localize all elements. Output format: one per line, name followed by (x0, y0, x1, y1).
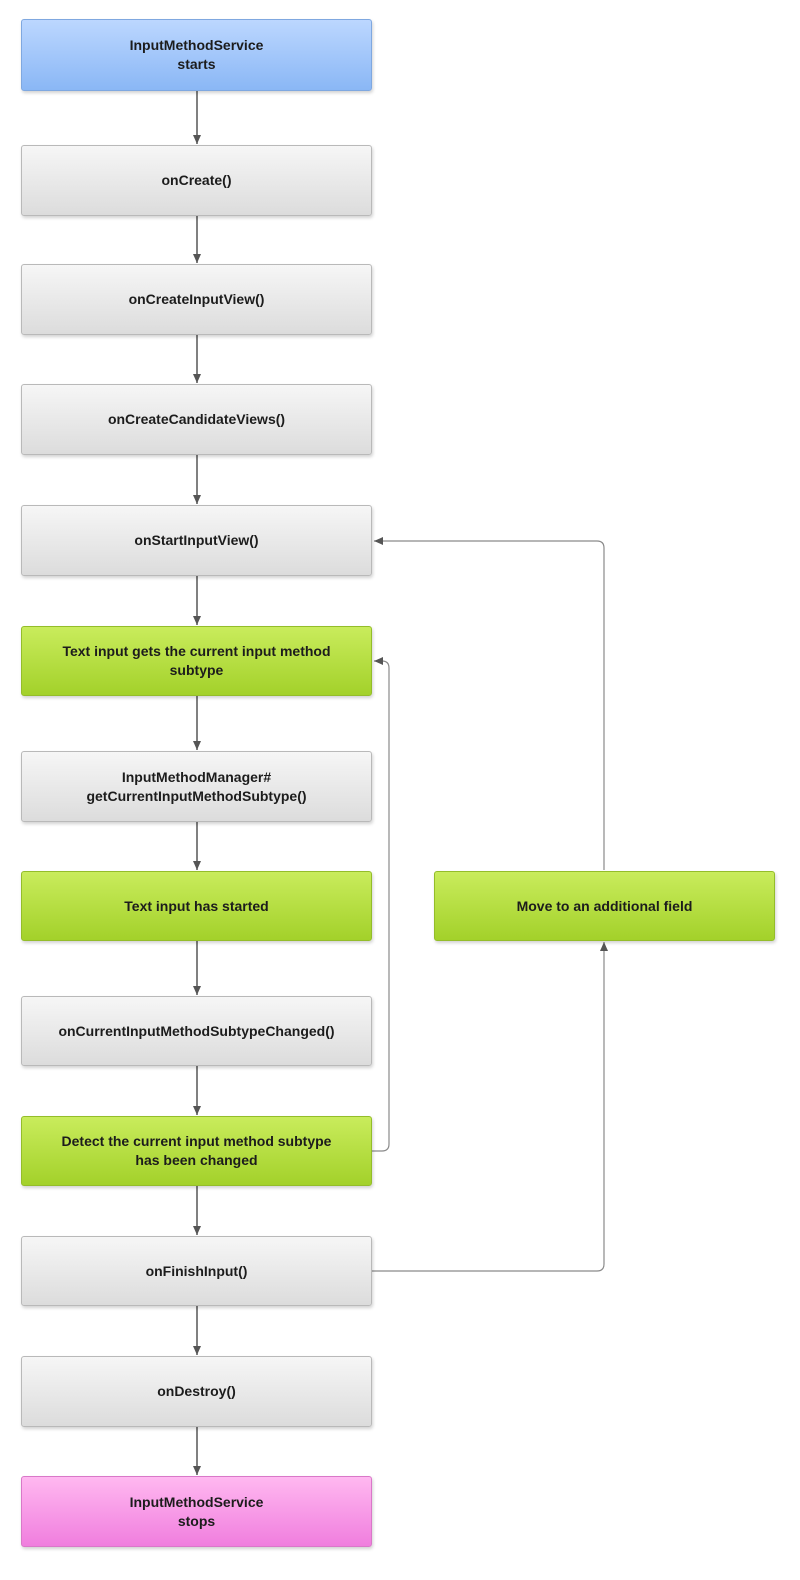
node-oncurrentinputmethodsubtypechanged: onCurrentInputMethodSubtypeChanged() (21, 996, 372, 1066)
node-service-stops: InputMethodService stops (21, 1476, 372, 1547)
loop-movefield-to-startinputview (374, 537, 605, 870)
node-oncreate: onCreate() (21, 145, 372, 216)
node-move-to-additional-field: Move to an additional field (434, 871, 775, 941)
loop-finishinput-to-movefield (372, 942, 608, 1272)
node-gets-current-subtype: Text input gets the current input method… (21, 626, 372, 696)
node-text-input-started: Text input has started (21, 871, 372, 941)
node-service-starts: InputMethodService starts (21, 19, 372, 91)
node-onstartinputview: onStartInputView() (21, 505, 372, 576)
loop-detect-to-getssubtype (372, 657, 390, 1152)
node-onfinishinput: onFinishInput() (21, 1236, 372, 1306)
node-ondestroy: onDestroy() (21, 1356, 372, 1427)
node-oncreatecandidateviews: onCreateCandidateViews() (21, 384, 372, 455)
node-get-current-input-method-subtype: InputMethodManager# getCurrentInputMetho… (21, 751, 372, 822)
node-oncreateinputview: onCreateInputView() (21, 264, 372, 335)
node-detect-subtype-changed: Detect the current input method subtype … (21, 1116, 372, 1186)
